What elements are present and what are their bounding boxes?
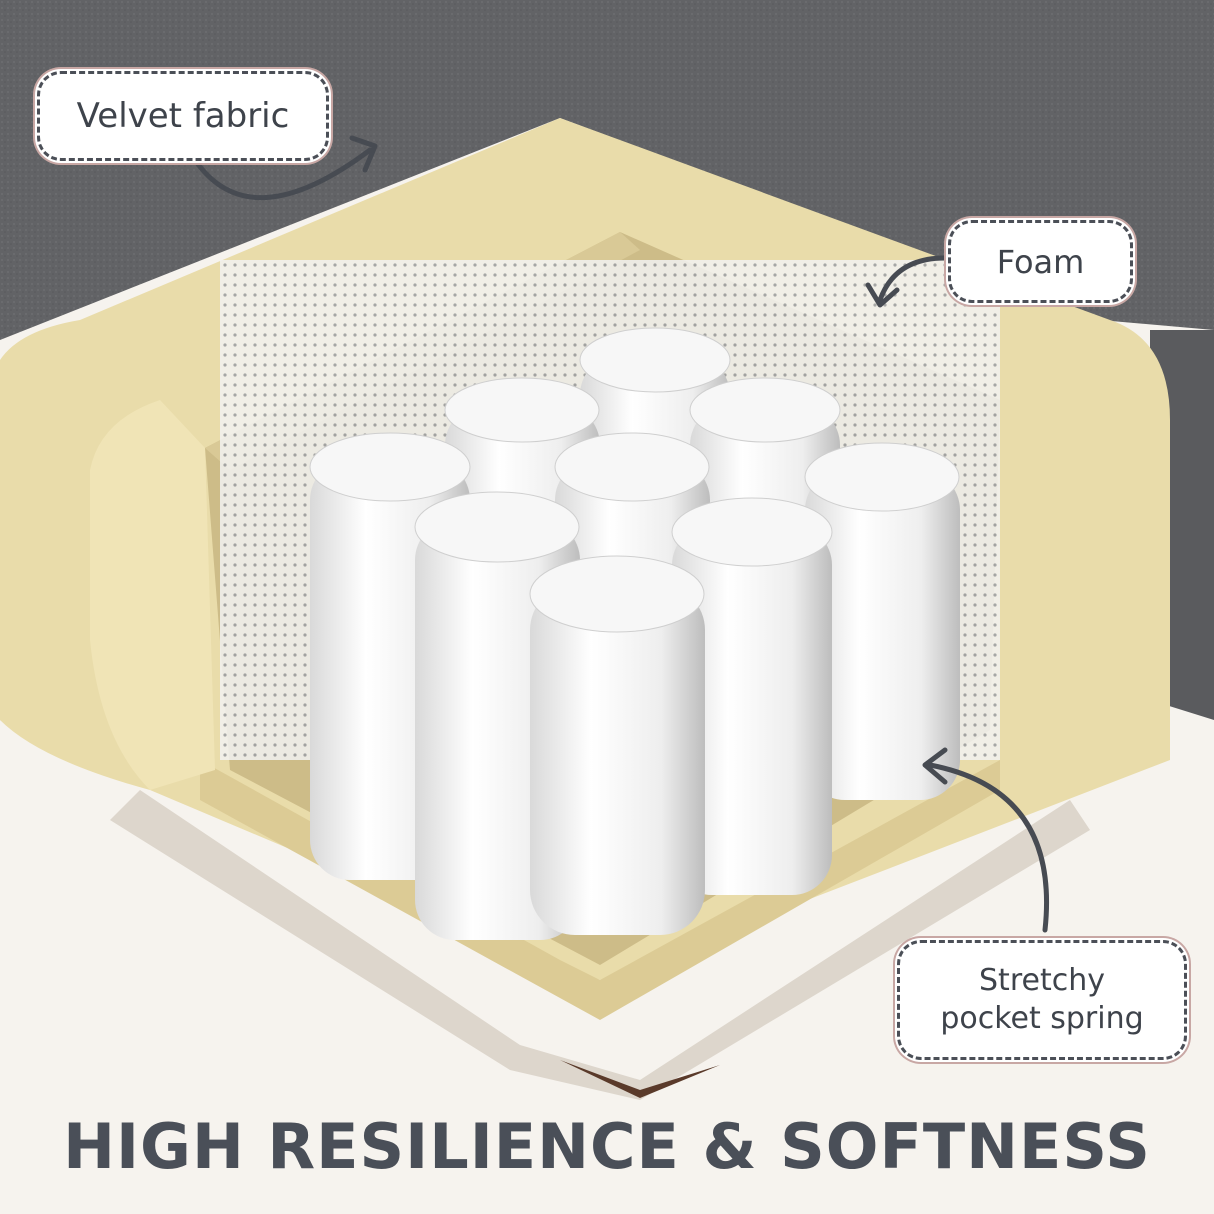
spring-cylinder [671,497,833,895]
headline: HIGH RESILIENCE & SOFTNESS [63,1110,1151,1183]
pocket-spring-text-line1: Stretchy [979,963,1105,998]
arrow-velvet [192,135,378,201]
spring-cylinder [529,555,705,935]
velvet-fabric-text: Velvet fabric [76,96,290,136]
pocket-spring-label: Stretchy pocket spring [897,940,1187,1060]
base-layer [0,700,1214,1214]
foam-label: Foam [948,220,1133,303]
arrow-spring [922,747,1049,933]
spring-cylinder [804,442,960,800]
base-fabric-strip [110,790,1090,1100]
arrow-foam [865,255,948,308]
foam-text: Foam [996,242,1085,281]
velvet-fabric-label: Velvet fabric [37,71,329,161]
foam-front-edge [90,400,215,790]
pocket-springs [309,327,960,940]
pocket-spring-text-line2: pocket spring [940,1001,1144,1036]
